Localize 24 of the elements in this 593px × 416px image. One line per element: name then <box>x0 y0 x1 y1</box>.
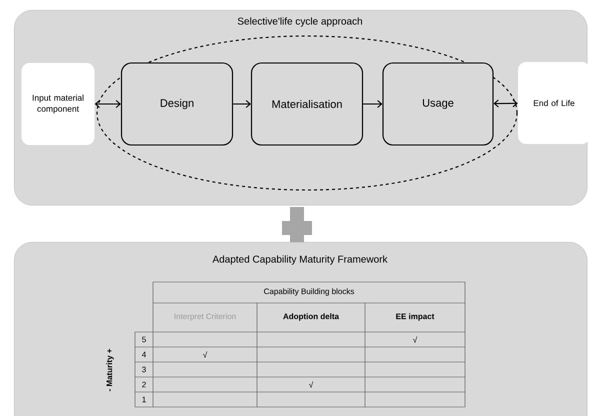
process-box: Materialisation <box>250 62 364 146</box>
arrow <box>94 100 121 108</box>
column-header: Adoption delta <box>283 313 340 321</box>
check-mark: √ <box>413 336 418 343</box>
end-box: Input material component <box>22 63 94 145</box>
column-header: Interpret Criterion <box>174 313 236 321</box>
row-number: 2 <box>142 382 146 388</box>
process-box: Design <box>120 62 234 146</box>
table-header: Capability Building blocks <box>264 288 354 296</box>
row-number: 3 <box>142 366 146 372</box>
end-box: End of Life <box>518 62 590 144</box>
process-box: Usage <box>382 62 494 146</box>
arrow <box>233 100 251 108</box>
axis-label: - Maturity + <box>106 348 114 392</box>
row-number: 4 <box>142 352 146 358</box>
check-mark: √ <box>309 381 314 388</box>
column-header: EE impact <box>396 313 434 321</box>
row-number: 5 <box>142 336 146 342</box>
dashed-ellipse <box>96 35 518 191</box>
arrow <box>363 100 382 108</box>
arrow <box>494 99 518 108</box>
check-mark: √ <box>203 351 208 358</box>
node-label: End of Life <box>534 100 574 106</box>
row-number: 1 <box>142 396 146 402</box>
